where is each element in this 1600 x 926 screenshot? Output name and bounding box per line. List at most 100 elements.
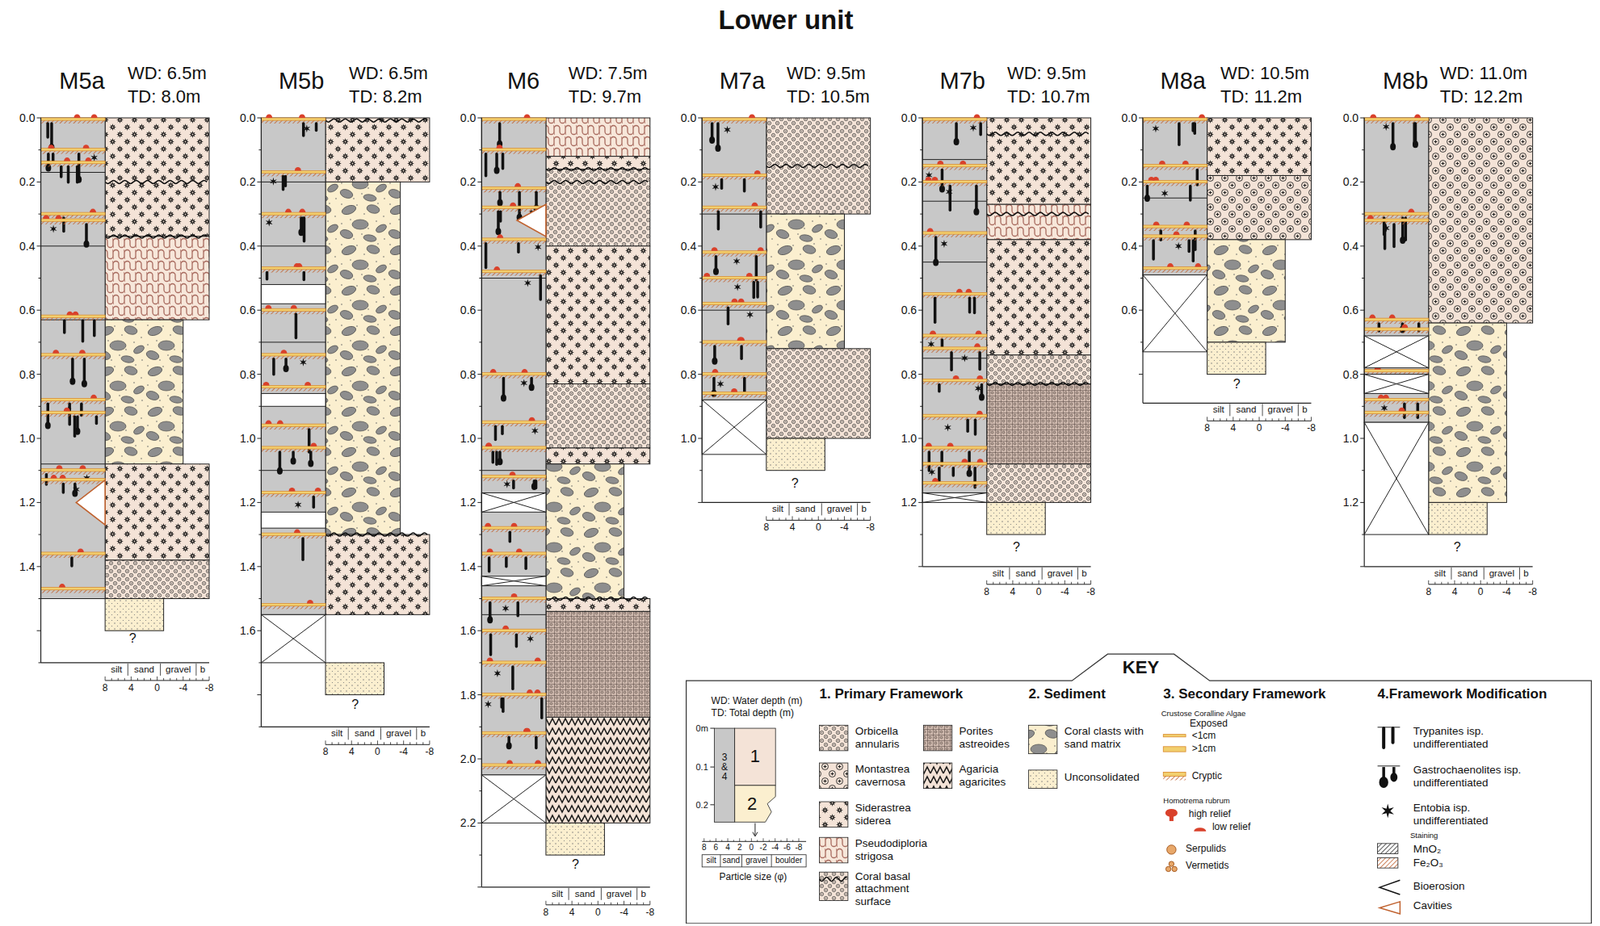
boring bbox=[516, 243, 521, 252]
entobia bbox=[502, 604, 510, 614]
entobia bbox=[1161, 188, 1169, 198]
homotrema bbox=[84, 157, 92, 162]
homotrema bbox=[738, 298, 745, 303]
entobia bbox=[269, 177, 278, 186]
coralline-crust bbox=[701, 205, 767, 209]
depth-tick bbox=[697, 117, 702, 119]
depth-label: 1.0 bbox=[19, 432, 35, 446]
grain-tick bbox=[1077, 582, 1079, 585]
legend-swatch bbox=[1377, 726, 1401, 728]
grain-class: sand bbox=[722, 856, 740, 867]
grain-tick bbox=[1090, 580, 1092, 585]
homotrema bbox=[511, 523, 518, 528]
entobia bbox=[974, 384, 983, 393]
depth-tick bbox=[256, 245, 261, 247]
iron-stain bbox=[481, 529, 546, 533]
homotrema bbox=[711, 247, 719, 252]
boring bbox=[512, 481, 516, 489]
homotrema bbox=[485, 442, 492, 447]
phi-value: 4 bbox=[1010, 587, 1017, 599]
class-separator bbox=[1297, 403, 1299, 416]
missing-core bbox=[1364, 374, 1429, 395]
legend-text: Vermetids bbox=[1185, 860, 1229, 873]
grain-tick bbox=[715, 838, 717, 842]
depth-tick bbox=[1360, 438, 1365, 440]
homotrema bbox=[1183, 221, 1190, 226]
depth-label: 1.2 bbox=[239, 495, 256, 509]
iron-stain bbox=[260, 387, 326, 391]
iron-stain bbox=[481, 240, 546, 244]
grain-class: sand bbox=[795, 504, 816, 516]
depth-label: 0.6 bbox=[1121, 303, 1138, 317]
phi-value: 0 bbox=[374, 747, 381, 759]
boring bbox=[515, 634, 519, 647]
depth-tick bbox=[919, 277, 923, 279]
core-name: M5b bbox=[278, 67, 324, 95]
homotrema bbox=[495, 144, 503, 148]
framework-unit bbox=[325, 663, 384, 696]
missing-core bbox=[481, 775, 546, 824]
coralline-crust bbox=[1364, 117, 1429, 121]
homotrema bbox=[485, 442, 492, 447]
homotrema bbox=[294, 167, 302, 172]
core-break bbox=[260, 470, 326, 471]
grain-tick bbox=[409, 742, 411, 745]
depth-tick bbox=[477, 438, 482, 440]
depth-tick bbox=[38, 341, 42, 343]
grain-tick bbox=[1297, 418, 1299, 421]
boring bbox=[1412, 123, 1416, 147]
coralline-crust bbox=[481, 597, 546, 601]
depth-tick bbox=[37, 373, 42, 375]
homotrema bbox=[493, 266, 500, 271]
depth-tick bbox=[258, 534, 261, 536]
coralline-crust bbox=[481, 661, 546, 664]
iron-stain bbox=[481, 272, 546, 277]
boring bbox=[1151, 240, 1155, 260]
depth-label: 0.6 bbox=[239, 303, 256, 317]
homotrema bbox=[529, 417, 536, 422]
depth-tick bbox=[918, 310, 923, 311]
boring bbox=[954, 123, 958, 140]
core-log bbox=[1138, 113, 1311, 421]
coralline-crust bbox=[922, 117, 987, 121]
depth-label: 0.6 bbox=[1343, 303, 1359, 317]
depth-tick bbox=[256, 373, 261, 375]
grain-tick bbox=[364, 742, 366, 745]
grain-class: silt bbox=[992, 568, 1004, 580]
grain-tick bbox=[1070, 582, 1072, 585]
water-depth: WD: 10.5m bbox=[1220, 62, 1310, 84]
boring bbox=[499, 211, 503, 222]
homotrema bbox=[534, 657, 542, 662]
attachment-surface bbox=[545, 180, 648, 184]
homotrema bbox=[925, 176, 933, 181]
coralline-crust bbox=[922, 334, 987, 337]
boring bbox=[499, 699, 504, 709]
grain-tick bbox=[344, 742, 346, 745]
entobia bbox=[303, 124, 311, 133]
homotrema bbox=[509, 471, 517, 476]
boring bbox=[488, 603, 492, 619]
depth-label: 0.0 bbox=[19, 111, 35, 125]
iron-stain bbox=[701, 304, 767, 308]
boring bbox=[504, 558, 509, 567]
boring bbox=[967, 452, 971, 472]
class-separator bbox=[771, 855, 773, 868]
homotrema bbox=[1182, 160, 1189, 165]
grain-class: sand bbox=[1235, 405, 1256, 416]
homotrema bbox=[974, 113, 981, 118]
entobia bbox=[299, 358, 307, 367]
boring bbox=[712, 378, 716, 393]
boring bbox=[937, 468, 941, 482]
core-column bbox=[1364, 117, 1429, 423]
core-gap bbox=[260, 284, 326, 304]
legend-swatch bbox=[1168, 861, 1174, 867]
class-separator bbox=[789, 503, 790, 516]
grain-class: boulder bbox=[775, 856, 803, 867]
homotrema bbox=[289, 487, 296, 492]
framework-unit bbox=[986, 117, 1092, 205]
entobia bbox=[945, 188, 954, 197]
depth-label: 0.4 bbox=[19, 239, 35, 253]
grain-tick bbox=[415, 742, 417, 745]
depth-label: 0m bbox=[696, 723, 709, 735]
core-break bbox=[260, 245, 326, 247]
